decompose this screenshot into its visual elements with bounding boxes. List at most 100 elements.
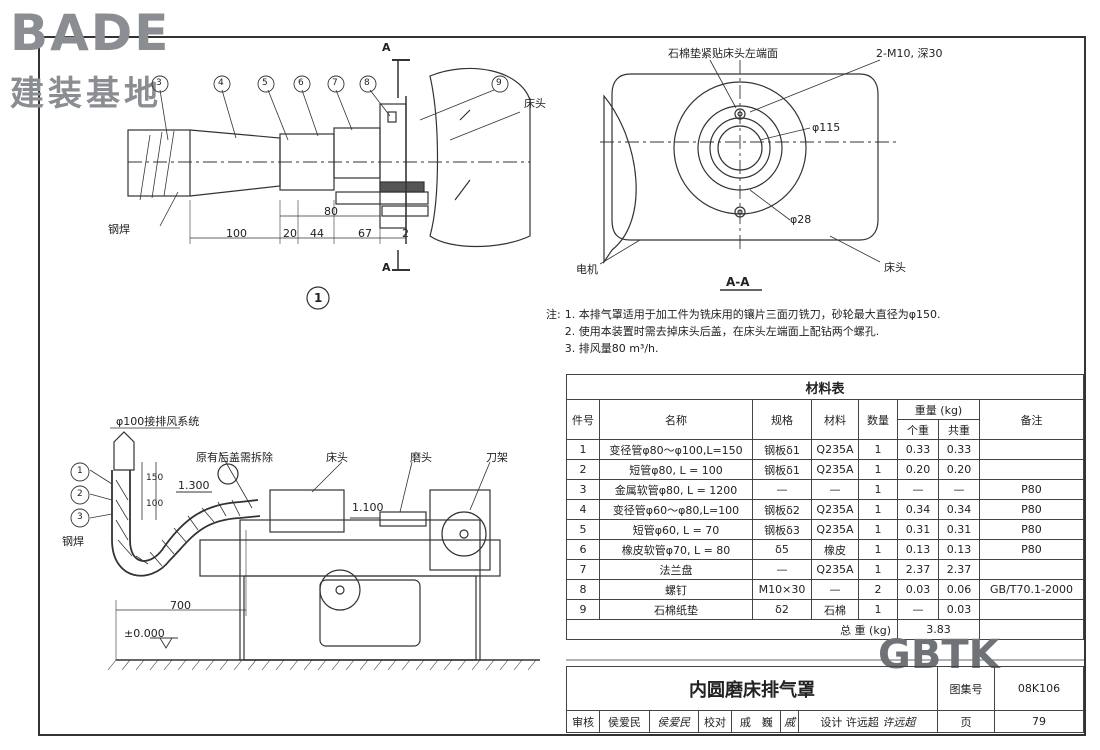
cell-name: 变径管φ80～φ100,L=150 (599, 439, 753, 460)
cell-remark: P80 (979, 519, 1084, 540)
col-qty: 数量 (858, 399, 898, 440)
cell-name: 短管φ80, L = 100 (599, 459, 753, 480)
checker-signature: 戚 (780, 710, 799, 733)
note-2: 2. 使用本装置时需去掉床头后盖，在床头左端面上配钻两个螺孔. (564, 325, 880, 338)
dim-100-elev: 100 (146, 499, 164, 509)
cell-no: 5 (566, 519, 600, 540)
designer-signature: 许远超 (882, 715, 916, 729)
cell-unit: 2.37 (897, 559, 939, 580)
note-3: 3. 排风量80 m³/h. (564, 342, 659, 355)
cell-qty: 1 (858, 559, 898, 580)
detail-1-section (127, 59, 531, 310)
balloon-9: 9 (496, 78, 502, 88)
cell-material: 橡皮 (811, 539, 859, 560)
headstock-label-elev: 床头 (326, 451, 348, 464)
col-remark: 备注 (979, 399, 1084, 440)
cell-remark: P80 (979, 499, 1084, 520)
col-weight: 重量 (kg) (897, 399, 980, 420)
elevation-view (89, 427, 540, 671)
cell-material: Q235A (811, 439, 859, 460)
cell-qty: 1 (858, 439, 898, 460)
view-title: A-A (726, 275, 750, 289)
balloon-4: 4 (218, 78, 224, 88)
total-value: 3.83 (897, 619, 980, 640)
dim-2: 2 (402, 227, 409, 240)
weld-label: 钢焊 (108, 223, 130, 236)
headstock-label: 床头 (524, 97, 546, 110)
d115-label: φ115 (812, 121, 841, 134)
cell-total: 0.03 (938, 599, 980, 620)
cell-total: 2.37 (938, 559, 980, 580)
cell-no: 4 (566, 499, 600, 520)
section-mark-bottom: A (382, 261, 391, 274)
cell-total: 0.20 (938, 459, 980, 480)
drawing-title: 内圆磨床排气罩 (566, 666, 938, 711)
cell-remark: P80 (979, 539, 1084, 560)
atlas-no: 08K106 (994, 666, 1084, 711)
elev-balloon-3: 3 (77, 512, 83, 522)
col-no: 件号 (566, 399, 600, 440)
design-combined: 设计 许远超 许远超 (797, 710, 939, 733)
cell-spec: — (752, 479, 812, 500)
cell-no: 3 (566, 479, 600, 500)
cell-spec: 钢板δ3 (752, 519, 812, 540)
balloon-7: 7 (332, 78, 338, 88)
cell-total: 0.31 (938, 519, 980, 540)
cell-name: 石棉纸垫 (599, 599, 753, 620)
notes-prefix: 注: (546, 308, 561, 321)
cell-unit: 0.34 (897, 499, 939, 520)
cell-qty: 1 (858, 519, 898, 540)
dim-80: 80 (324, 205, 338, 218)
cell-name: 螺钉 (599, 579, 753, 600)
cell-total: — (938, 479, 980, 500)
page-label: 页 (937, 710, 995, 733)
cell-spec: δ2 (752, 599, 812, 620)
cell-no: 2 (566, 459, 600, 480)
cell-spec: 钢板δ1 (752, 459, 812, 480)
cell-material: Q235A (811, 559, 859, 580)
material-table-title: 材料表 (566, 374, 1084, 400)
cell-name: 短管φ60, L = 70 (599, 519, 753, 540)
slope-1300: 1.300 (178, 479, 210, 492)
cell-no: 6 (566, 539, 600, 560)
review-label: 审核 (565, 710, 601, 733)
reviewer-signature: 侯爱民 (648, 710, 699, 733)
remove-cover-label: 原有后盖需拆除 (196, 451, 273, 464)
dim-44: 44 (310, 227, 324, 240)
d28-label: φ28 (790, 213, 812, 226)
weld-label-elev: 钢焊 (62, 535, 84, 548)
cell-material: Q235A (811, 499, 859, 520)
motor-label: 电机 (576, 263, 598, 276)
cell-unit: 0.33 (897, 439, 939, 460)
cell-name: 法兰盘 (599, 559, 753, 580)
cell-spec: 钢板δ2 (752, 499, 812, 520)
balloon-5: 5 (262, 78, 268, 88)
note-1: 1. 本排气罩适用于加工件为铣床用的镶片三面刃铣刀，砂轮最大直径为φ150. (564, 308, 941, 321)
cell-remark: P80 (979, 479, 1084, 500)
cell-no: 9 (566, 599, 600, 620)
cell-remark (979, 559, 1084, 580)
balloon-3: 3 (156, 78, 162, 88)
drawing-frame (38, 36, 1086, 736)
cell-remark: GB/T70.1-2000 (979, 579, 1084, 600)
bade-logo-subtitle: 建装基地 (10, 74, 162, 114)
cell-material: — (811, 479, 859, 500)
grinding-head-label: 磨头 (410, 451, 432, 464)
page-no: 79 (994, 710, 1084, 733)
cell-spec: — (752, 559, 812, 580)
cell-spec: M10×30 (752, 579, 812, 600)
balloon-8: 8 (364, 78, 370, 88)
dim-100: 100 (226, 227, 247, 240)
cell-material: — (811, 579, 859, 600)
cell-no: 1 (566, 439, 600, 460)
cell-qty: 1 (858, 499, 898, 520)
cell-no: 7 (566, 559, 600, 580)
cell-qty: 1 (858, 599, 898, 620)
